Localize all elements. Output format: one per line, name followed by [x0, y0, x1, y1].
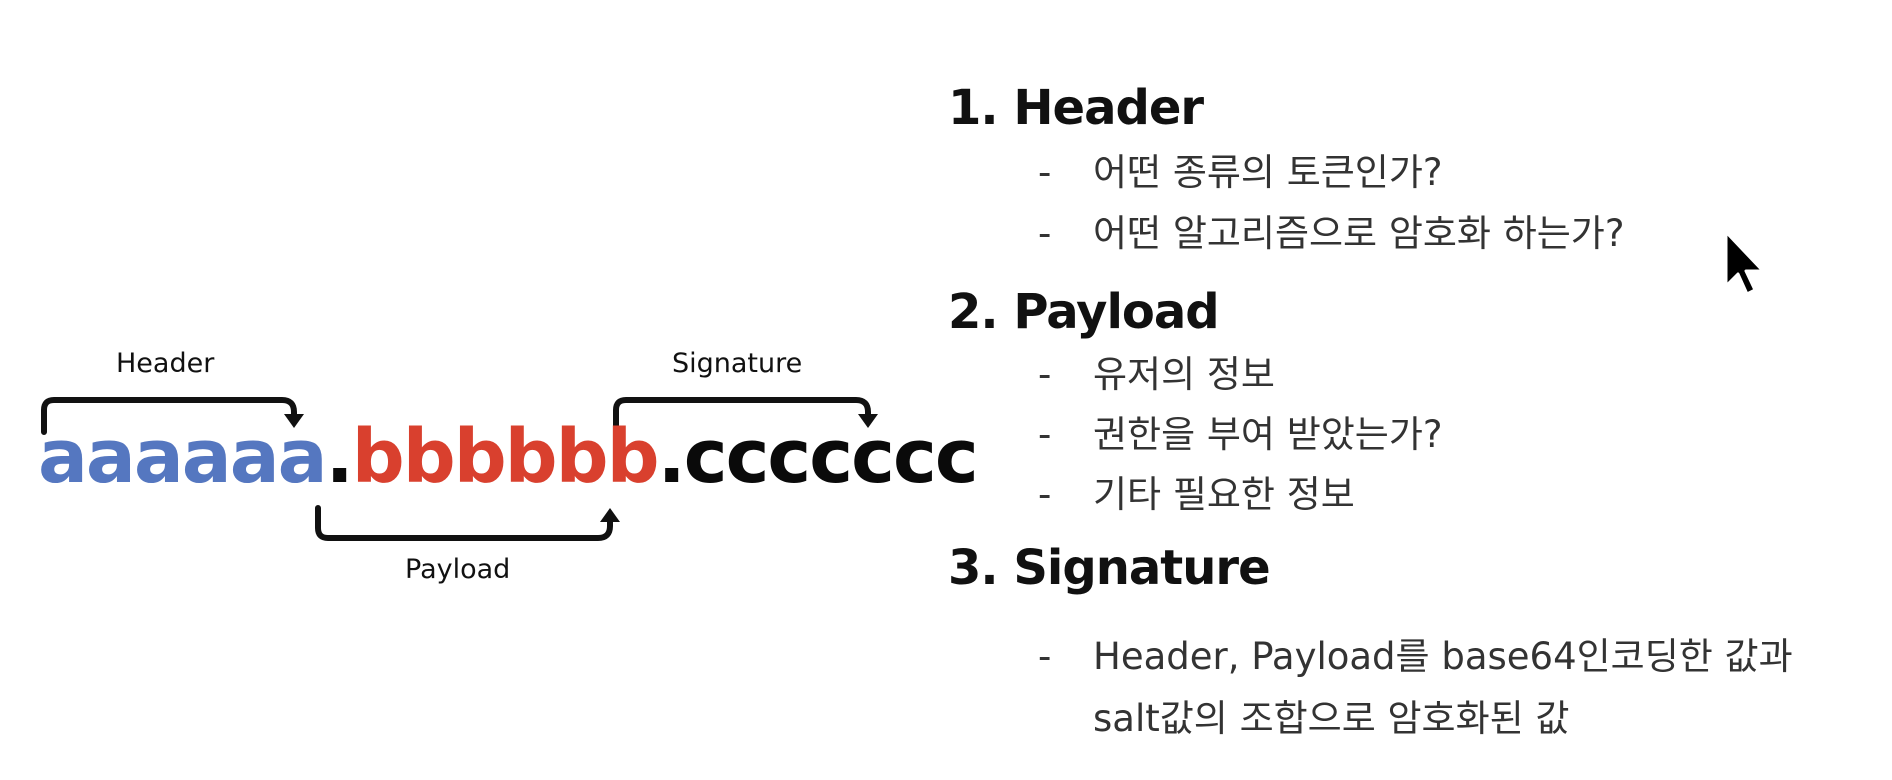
- bullet-text: Header, Payload를 base64인코딩한 값과: [1093, 635, 1793, 678]
- section-title-payload: 2. Payload: [948, 284, 1220, 340]
- bullet-marker: -: [1038, 212, 1052, 255]
- token-separator: .: [325, 414, 354, 500]
- header-label: Header: [116, 348, 215, 379]
- bullet-text: 권한을 부여 받았는가?: [1093, 413, 1443, 456]
- signature-bracket-arrow: [858, 414, 878, 428]
- bullet-marker: -: [1038, 151, 1052, 194]
- mouse-pointer-icon: [1724, 230, 1765, 296]
- bullet-text-continued: salt값의 조합으로 암호화된 값: [1093, 697, 1570, 740]
- header-bracket: [41, 397, 297, 435]
- token-payload-part: bbbbbb: [351, 414, 660, 500]
- signature-bracket: [613, 397, 871, 435]
- token-separator: .: [657, 414, 686, 500]
- list-item: -기타 필요한 정보: [1038, 464, 1355, 518]
- jwt-parts-list: 1. Header -어떤 종류의 토큰인가? -어떤 알고리즘으로 암호화 하…: [948, 0, 1892, 780]
- header-bracket-arrow: [284, 414, 304, 428]
- bullet-marker: -: [1038, 635, 1052, 678]
- bullet-marker: -: [1038, 473, 1052, 516]
- list-item: -유저의 정보: [1038, 344, 1275, 398]
- list-item: -권한을 부여 받았는가?: [1038, 404, 1443, 458]
- token-header-part: aaaaaa: [38, 414, 328, 500]
- token-signature-part: ccccccc: [683, 414, 979, 500]
- list-item: -어떤 종류의 토큰인가?: [1038, 142, 1443, 196]
- payload-bracket: [315, 505, 613, 541]
- payload-label: Payload: [405, 554, 511, 585]
- section-title-signature: 3. Signature: [948, 540, 1271, 596]
- bullet-text: 어떤 종류의 토큰인가?: [1093, 151, 1443, 194]
- jwt-structure-diagram: Header Signature Payload aaaaaa.bbbbbb.c…: [0, 0, 979, 780]
- bullet-text: 유저의 정보: [1093, 353, 1275, 396]
- bullet-text: 어떤 알고리즘으로 암호화 하는가?: [1093, 212, 1625, 255]
- list-item: -Header, Payload를 base64인코딩한 값과 salt값의 조…: [1038, 626, 1793, 742]
- token-string: aaaaaa.bbbbbb.ccccccc: [38, 420, 979, 494]
- bullet-marker: -: [1038, 413, 1052, 456]
- section-title-header: 1. Header: [948, 80, 1204, 136]
- signature-label: Signature: [672, 348, 803, 379]
- brace-brackets: [41, 397, 878, 541]
- bullet-marker: -: [1038, 353, 1052, 396]
- list-item: -어떤 알고리즘으로 암호화 하는가?: [1038, 203, 1624, 257]
- payload-bracket-arrow: [600, 508, 620, 522]
- bullet-text: 기타 필요한 정보: [1093, 473, 1355, 516]
